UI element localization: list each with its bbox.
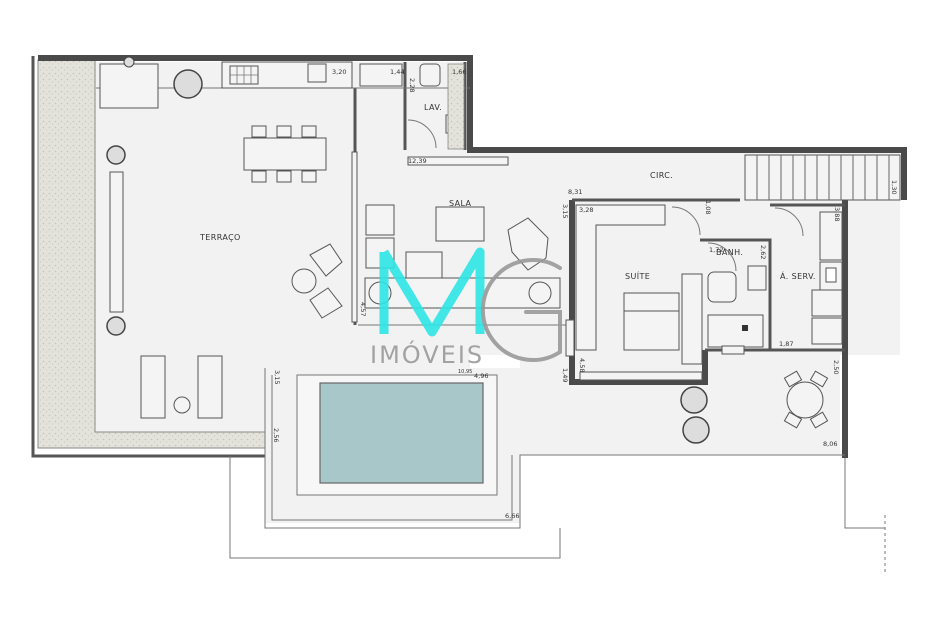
dim-label: 1,87 [779, 340, 793, 348]
plant-icon [106, 145, 126, 165]
terrace-furniture [99, 56, 343, 419]
dim-label: 2,50 [832, 360, 840, 374]
dim-label: 1,72 [709, 246, 723, 254]
dim-label: 3,15 [561, 204, 569, 218]
plant-icon [173, 69, 203, 99]
dining-table [243, 137, 327, 171]
dim-label: 2,62 [759, 245, 767, 259]
dim-label: 1,30 [890, 180, 898, 194]
bar-counter [221, 61, 403, 89]
plant-icon [680, 386, 708, 414]
plant-icon [123, 56, 135, 68]
bathroom-fixtures [707, 242, 767, 355]
dim-label: 2,28 [408, 78, 416, 92]
dim-label: 2,56 [272, 428, 280, 442]
sun-lounger [140, 355, 166, 419]
room-label-circ: CIRC. [650, 171, 673, 180]
plant-icon [106, 316, 126, 336]
dim-label: 3,28 [579, 206, 593, 214]
logo-subtitle: IMÓVEIS [370, 339, 484, 369]
round-table [786, 381, 824, 419]
logo-g-mark [480, 258, 562, 362]
room-label-serv: Á. SERV. [780, 270, 816, 281]
stairs [744, 154, 901, 201]
lavabo-fixtures [407, 63, 465, 150]
dim-label: 4,96 [474, 372, 488, 380]
dim-label: 1,44 [390, 68, 404, 76]
dimension-labels: 3,20 1,44 2,28 1,66 12,39 8,31 3,15 3,28… [272, 68, 898, 520]
room-label-terraco: TERRAÇO [199, 233, 241, 242]
dim-label: 8,31 [568, 188, 582, 196]
room-label-suite: SUÍTE [625, 270, 650, 281]
dim-label: 4,57 [359, 302, 367, 316]
dim-label: 3,88 [833, 207, 841, 221]
dim-label: 6,66 [505, 512, 519, 520]
dim-label: 3,20 [332, 68, 346, 76]
room-label-lav: LAV. [424, 103, 442, 112]
suite-furniture [565, 204, 703, 381]
room-label-banh: BANH. [716, 248, 743, 257]
dim-label: 4,58 [578, 358, 586, 372]
room-label-sala: SALA [449, 199, 472, 208]
service-fixtures [774, 207, 843, 345]
dim-label: 1,66 [452, 68, 466, 76]
logo-m-mark [379, 247, 485, 337]
watermark-logo: IMÓVEIS [370, 247, 562, 369]
coffee-table [435, 206, 485, 242]
dim-label: 12,39 [408, 157, 427, 165]
pool [296, 374, 498, 496]
room-labels: TERRAÇO SALA CIRC. LAV. SUÍTE BANH. Á. S… [199, 103, 816, 281]
dim-label: 8,06 [823, 440, 837, 448]
plant-icon [682, 416, 710, 444]
dim-label: 10,95 [458, 369, 472, 375]
outer-walls [31, 55, 907, 575]
bench [109, 171, 124, 313]
dim-label: 1,49 [561, 368, 569, 382]
dim-label: 3,15 [273, 370, 281, 384]
dim-label: 1,08 [704, 200, 712, 214]
sun-lounger [197, 355, 223, 419]
balcony-furniture [680, 370, 829, 444]
